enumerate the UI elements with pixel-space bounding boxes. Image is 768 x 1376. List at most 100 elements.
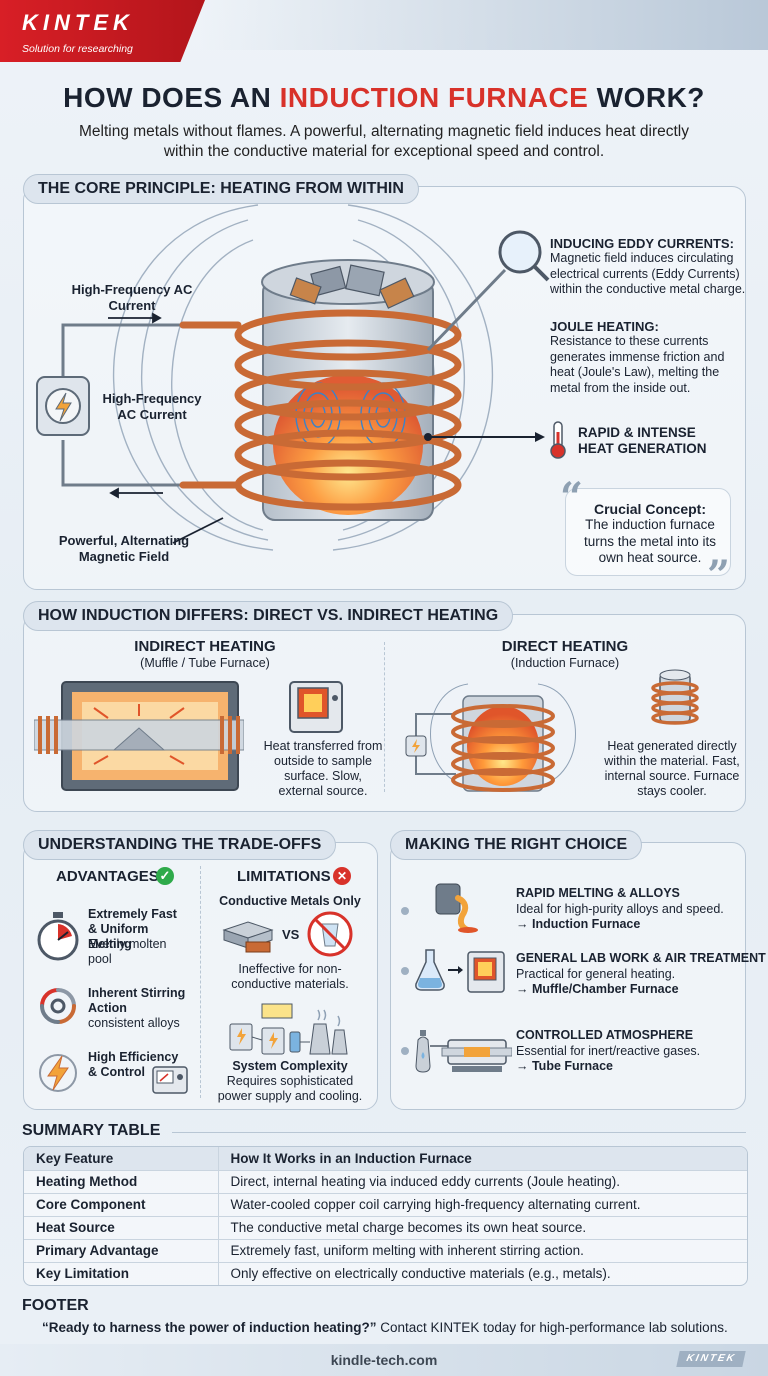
direct-title: DIRECT HEATING	[501, 638, 629, 655]
footer-logo: KINTEK	[676, 1351, 746, 1367]
coil-crucible-icon	[651, 669, 699, 725]
adv1-text: Evenly molten pool	[88, 937, 167, 966]
lim2-title: System Complexity	[232, 1059, 348, 1073]
choice2-title: GENERAL LAB WORK & AIR TREATMENT	[516, 951, 766, 965]
table-cell: The conductive metal charge becomes its …	[218, 1216, 747, 1240]
gas-tube-furnace-icon	[415, 1030, 512, 1073]
circuit-wires	[61, 323, 183, 487]
table-cell: Heating Method	[24, 1170, 219, 1194]
chamber-furnace-icon	[289, 681, 343, 733]
joule-text: Resistance to these currents generates i…	[550, 334, 725, 395]
non-conductive-icon	[307, 911, 353, 957]
indirect-title: INDIRECT HEATING	[134, 638, 276, 655]
choice3-result: → Tube Furnace	[516, 1059, 614, 1073]
adv3-title: High Efficiency & Control	[88, 1050, 179, 1079]
quote-close-icon: ”	[707, 552, 731, 599]
muffle-furnace-diagram	[34, 681, 244, 791]
direct-text: Heat generated directly within the mater…	[604, 739, 740, 798]
power-system-icon	[229, 1003, 348, 1055]
ac-current-label-mid: High-Frequency AC Current	[102, 391, 202, 422]
control-meter-icon	[152, 1066, 188, 1094]
table-cell: Core Component	[24, 1193, 219, 1217]
joule-title: JOULE HEATING:	[550, 319, 659, 334]
ladle-pour-icon	[435, 883, 478, 933]
table-cell: Only effective on electrically conductiv…	[230, 1266, 611, 1282]
cross-icon: ✕	[333, 867, 351, 885]
choice2-text: Practical for general heating.	[516, 967, 676, 981]
lim1-title: Conductive Metals Only	[219, 894, 361, 908]
magnetic-field-label: Powerful, Alternating Magnetic Field	[58, 533, 190, 564]
table-cell: Key Limitation	[24, 1262, 219, 1285]
metal-charge	[289, 264, 415, 309]
swirl-icon	[40, 988, 76, 1024]
eddy-title: INDUCING EDDY CURRENTS:	[550, 236, 734, 251]
table-row: Key Limitation Only effective on electric…	[24, 1262, 747, 1285]
footer-heading: FOOTER	[22, 1297, 89, 1314]
brand-logo-banner[interactable]	[0, 0, 205, 62]
footer-bar	[0, 1344, 768, 1376]
stopwatch-icon	[37, 912, 79, 961]
flask-furnace-icon	[415, 949, 505, 993]
table-cell: Extremely fast, uniform melting with inh…	[218, 1239, 747, 1263]
eddy-text: Magnetic field induces circulating elect…	[550, 251, 746, 296]
crucial-concept-title: Crucial Concept:	[593, 501, 706, 517]
table-cell: Primary Advantage	[24, 1239, 219, 1263]
advantages-title: ADVANTAGES	[56, 868, 159, 885]
col-header: How It Works in an Induction Furnace	[218, 1147, 747, 1171]
induction-furnace-diagram	[36, 204, 550, 551]
choice3-text: Essential for inert/reactive gases.	[516, 1044, 701, 1058]
header-decoration	[200, 0, 768, 50]
choice-heading: MAKING THE RIGHT CHOICE	[390, 830, 643, 860]
choice-bullet	[401, 907, 409, 915]
differs-heading: HOW INDUCTION DIFFERS: DIRECT VS. INDIRE…	[23, 601, 514, 631]
table-cell: Heat Source	[24, 1216, 219, 1240]
quote-open-icon: “	[560, 474, 584, 521]
choice1-result: → Induction Furnace	[516, 917, 641, 931]
choice-bullet	[401, 967, 409, 975]
page-subtitle: Melting metals without flames. A powerfu…	[79, 123, 689, 160]
tradeoffs-heading: UNDERSTANDING THE TRADE-OFFS	[23, 830, 337, 860]
crucial-concept-box	[565, 488, 731, 576]
page-title: HOW DOES AN INDUCTION FURNACE WORK?	[63, 82, 705, 113]
table-cell: Direct, internal heating via induced edd…	[218, 1170, 747, 1194]
lim2-text: Requires sophisticated power supply and …	[217, 1074, 363, 1103]
summary-heading: SUMMARY TABLE	[22, 1122, 161, 1139]
brand-logo: KINTEK	[22, 10, 134, 35]
induction-direct-diagram	[405, 683, 576, 792]
check-icon: ✓	[156, 867, 174, 885]
section-divider	[384, 642, 385, 792]
indirect-text: Heat transferred from outside to sample …	[263, 739, 383, 798]
vs-label: VS	[282, 927, 300, 942]
ac-current-label-top: High-Frequency AC Current	[71, 282, 193, 313]
copper-coil	[179, 309, 462, 511]
choice1-title: RAPID MELTING & ALLOYS	[516, 886, 680, 900]
indirect-subtitle: (Muffle / Tube Furnace)	[140, 656, 270, 670]
summary-rule	[172, 1132, 746, 1133]
crucial-concept-text: The induction furnace turns the metal in…	[583, 517, 717, 565]
lightning-icon	[39, 1054, 77, 1092]
col-header: Key Feature	[24, 1147, 219, 1171]
brand-tagline: Solution for researching	[22, 43, 133, 55]
metal-bars-icon	[222, 921, 274, 953]
choice1-text: Ideal for high-purity alloys and speed.	[516, 902, 724, 916]
lim1-text: Ineffective for non-conductive materials…	[231, 962, 349, 991]
core-principle-heading: THE CORE PRINCIPLE: HEATING FROM WITHIN	[23, 174, 419, 204]
adv1-title: Extremely Fast & Uniform Melting	[88, 907, 177, 951]
choice3-title: CONTROLLED ATMOSPHERE	[516, 1028, 694, 1042]
magnifier-icon	[426, 230, 550, 352]
thermometer-icon	[550, 421, 566, 459]
footer-url[interactable]: kindle-tech.com	[330, 1352, 438, 1368]
adv2-text: consistent alloys	[88, 1016, 180, 1030]
choice-bullet	[401, 1047, 409, 1055]
limitations-title: LIMITATIONS	[237, 868, 331, 885]
adv2-title: Inherent Stirring Action	[88, 986, 186, 1015]
tradeoffs-divider	[200, 866, 201, 1098]
choice2-result: → Muffle/Chamber Furnace	[516, 982, 679, 996]
table-cell: Water-cooled copper coil carrying high-f…	[218, 1193, 747, 1217]
